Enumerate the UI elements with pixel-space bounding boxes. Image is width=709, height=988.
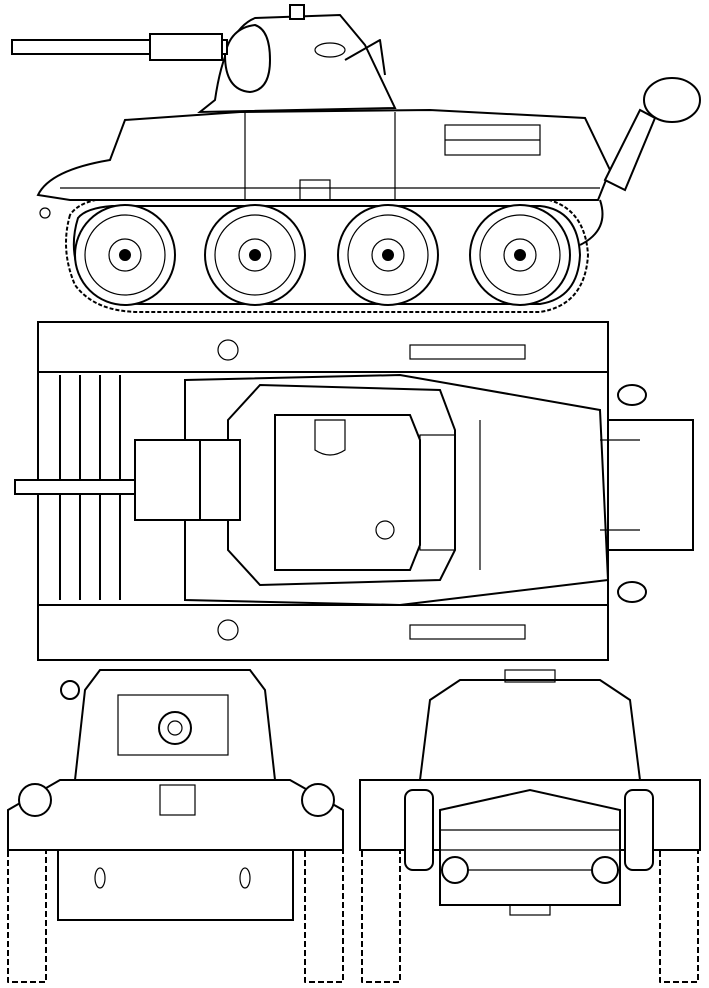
road-wheel [249, 249, 261, 261]
front-view [7, 669, 344, 983]
road-wheel [238, 238, 272, 272]
turret-side [11, 4, 397, 114]
road-wheel [84, 214, 166, 296]
road-wheel [479, 214, 561, 296]
road-wheel [514, 249, 526, 261]
track-front-right [304, 849, 344, 983]
track-front-left [7, 849, 47, 983]
road-wheel [214, 214, 296, 296]
road-wheel [503, 238, 537, 272]
road-wheel [347, 214, 429, 296]
hull-side [36, 108, 612, 219]
road-wheels [74, 204, 571, 306]
rear-view [359, 669, 701, 983]
road-wheel [119, 249, 131, 261]
top-view [14, 321, 694, 661]
road-wheel [371, 238, 405, 272]
exhaust-side [579, 77, 701, 246]
side-view [11, 4, 701, 313]
road-wheel [382, 249, 394, 261]
road-wheel [108, 238, 142, 272]
